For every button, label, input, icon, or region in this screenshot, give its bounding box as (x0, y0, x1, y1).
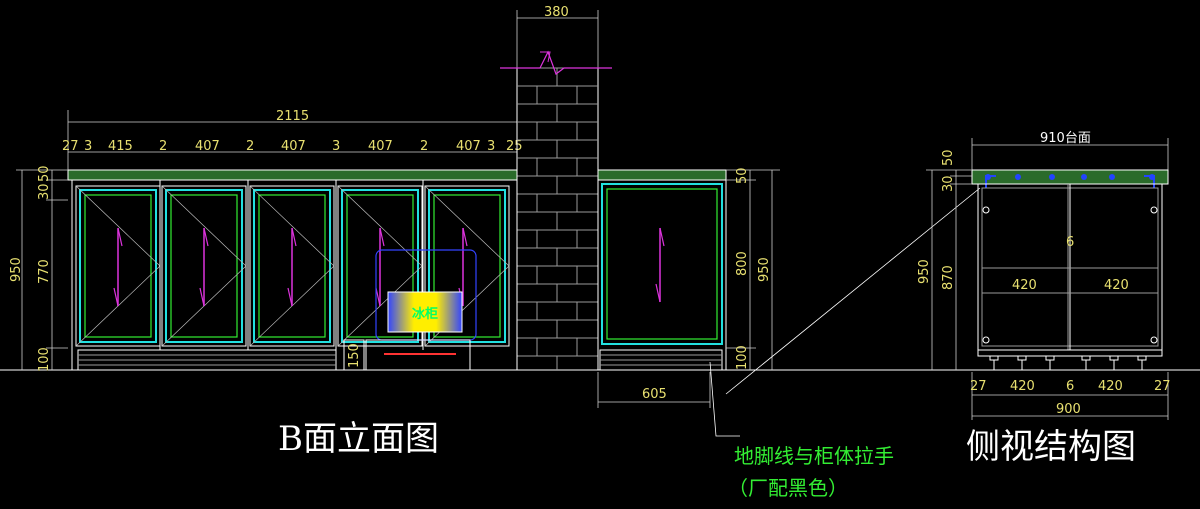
left-top-a: 30 (37, 183, 52, 200)
door-frame (79, 189, 157, 343)
overall-width-label: 2115 (276, 109, 309, 124)
left-height-dims: 950 30 50 770 100 (9, 165, 68, 372)
side-total-height: 950 (917, 259, 932, 284)
side-top-b: 30 (941, 175, 956, 192)
door-frame (428, 189, 506, 343)
top-dim-7: 407 (281, 139, 306, 154)
side-overall-width: 900 (1056, 402, 1081, 417)
foot (1137, 355, 1147, 361)
top-dim-2: 3 (84, 139, 92, 154)
fixing-dot (1081, 174, 1087, 180)
door-handle-tip (462, 227, 468, 247)
top-dim-4: 2 (159, 139, 167, 154)
side-view-title: 侧视结构图 (966, 427, 1136, 467)
foot (1017, 355, 1027, 361)
door-handle-tip (375, 287, 381, 307)
top-dimension-chain: 27 3 415 2 407 2 407 3 407 2 407 3 25 21… (62, 109, 523, 175)
top-dim-6: 2 (246, 139, 254, 154)
right-door-height: 800 (735, 251, 750, 276)
top-dim-1: 27 (62, 139, 79, 154)
fixing-dot (1049, 174, 1055, 180)
foot (989, 355, 999, 361)
fridge-label: 冰柜 (412, 306, 438, 322)
door-handle-tip (379, 227, 385, 247)
door-handle-tip (199, 287, 205, 307)
top-dim-13: 25 (506, 139, 523, 154)
column-width-label: 380 (544, 5, 569, 20)
foot (1045, 355, 1055, 361)
left-door-height: 770 (37, 259, 52, 284)
top-dim-11: 407 (456, 139, 481, 154)
right-height-dims: 50 800 100 950 (726, 167, 780, 370)
side-top-a: 50 (941, 149, 956, 166)
door-swing-line (337, 185, 423, 347)
door-handle-tip (117, 227, 123, 247)
side-bottom-dim-5: 27 (1154, 379, 1171, 394)
top-dim-12: 3 (487, 139, 495, 154)
center-small-dim: 150 (347, 343, 362, 368)
side-bottom-dim-3: 6 (1066, 379, 1074, 394)
note-leaders (709, 187, 981, 437)
door-3 (249, 185, 335, 347)
door-handle-tip (291, 227, 297, 247)
left-top-b: 50 (37, 165, 52, 182)
door-glass (84, 194, 152, 338)
right-cabinet: 605 (597, 169, 727, 408)
door-glass (258, 194, 326, 338)
left-total-height: 950 (9, 257, 24, 282)
front-view-title: B面立面图 (278, 419, 439, 459)
left-base-height: 100 (37, 347, 52, 372)
door-handle-tip (287, 287, 293, 307)
hinge-mark (1150, 206, 1158, 214)
fridge-display (387, 291, 463, 333)
right-width-label: 605 (642, 387, 667, 402)
note-line-2: （厂配黑色） (728, 476, 848, 500)
top-dim-3: 415 (108, 139, 133, 154)
side-inner-width-right: 420 (1104, 278, 1129, 293)
door-frame (165, 189, 243, 343)
side-bottom-dim-2: 420 (1010, 379, 1035, 394)
door-frame (253, 189, 331, 343)
door-glass (170, 194, 238, 338)
left-kickboard (77, 349, 337, 371)
door-4 (337, 185, 423, 347)
top-dim-10: 2 (420, 139, 428, 154)
door-handle-tip (203, 227, 209, 247)
door-1 (75, 185, 161, 347)
door-2 (161, 185, 247, 347)
door-swing-line (249, 185, 335, 347)
side-bottom-dim-1: 27 (970, 379, 987, 394)
fixing-dot (1015, 174, 1021, 180)
fridge-unit: 冰柜 150 (343, 249, 477, 371)
hinge-mark (982, 206, 990, 214)
door-handle-tip (113, 287, 119, 307)
break-line (500, 50, 612, 75)
hinge-mark (1150, 336, 1158, 344)
foot (1109, 355, 1119, 361)
top-dim-8: 3 (332, 139, 340, 154)
foot (1081, 355, 1091, 361)
left-countertop (67, 169, 518, 181)
hinge-mark (982, 336, 990, 344)
door-glass (433, 194, 501, 338)
note-line-1: 地脚线与柜体拉手 (734, 444, 894, 468)
side-inner-width-left: 420 (1012, 278, 1037, 293)
door-glass (346, 194, 414, 338)
right-total-height: 950 (757, 257, 772, 282)
side-center-mark: 6 (1066, 235, 1074, 250)
left-door-group (75, 180, 510, 350)
side-view: 910台面 6 420 420 50 30 870 950 27 420 6 4… (917, 131, 1171, 420)
right-base-height: 100 (735, 345, 750, 370)
side-body-height: 870 (941, 265, 956, 290)
top-dim-5: 407 (195, 139, 220, 154)
right-top-height: 50 (735, 167, 750, 184)
top-dim-9: 407 (368, 139, 393, 154)
door-5 (424, 185, 510, 347)
countertop-label: 910台面 (1040, 131, 1091, 146)
door-frame (341, 189, 419, 343)
door-swing-line (161, 185, 247, 347)
side-bottom-dim-4: 420 (1098, 379, 1123, 394)
fixing-dot (1109, 174, 1115, 180)
